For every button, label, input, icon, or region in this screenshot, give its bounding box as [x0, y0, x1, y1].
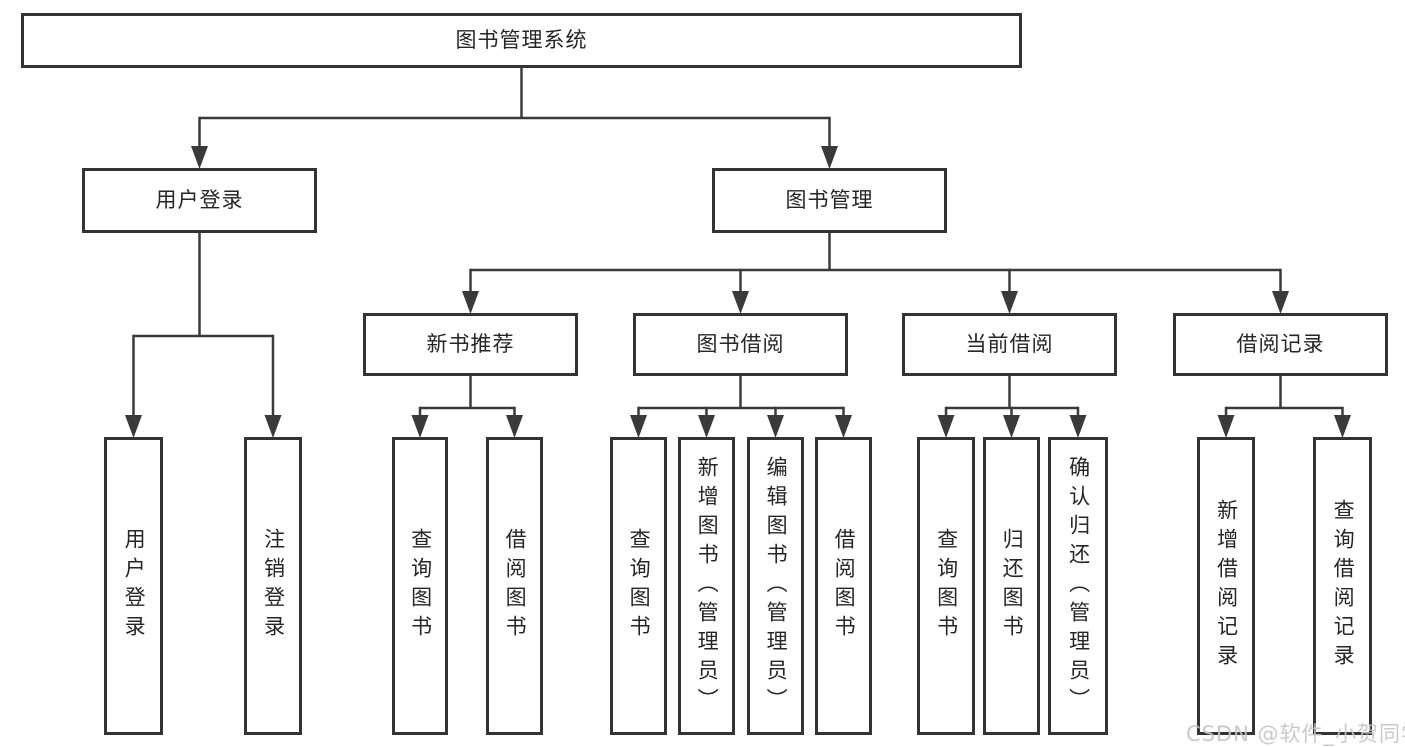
node-query-books-1: 查询图书	[392, 437, 448, 735]
node-current-borrowing: 当前借阅	[902, 313, 1117, 376]
node-user-login: 用户登录	[82, 168, 317, 233]
node-add-books-admin: 新增图书（管理员）	[678, 437, 735, 735]
node-query-books-2: 查询图书	[610, 437, 667, 735]
node-book-borrowing: 图书借阅	[633, 313, 848, 376]
node-edit-books-admin: 编辑图书（管理员）	[747, 437, 804, 735]
node-new-book-recommend: 新书推荐	[363, 313, 578, 376]
node-borrow-books-1: 借阅图书	[486, 437, 543, 735]
node-logout-leaf: 注销登录	[244, 437, 302, 735]
node-query-borrow-record: 查询借阅记录	[1313, 437, 1372, 735]
node-query-books-3: 查询图书	[917, 437, 975, 735]
node-borrowing-records: 借阅记录	[1173, 313, 1388, 376]
node-confirm-return-admin: 确认归还（管理员）	[1048, 437, 1108, 735]
node-user-login-leaf: 用户登录	[104, 437, 163, 735]
node-book-management: 图书管理	[712, 168, 947, 233]
node-borrow-books-2: 借阅图书	[815, 437, 872, 735]
node-root: 图书管理系统	[21, 13, 1022, 68]
node-return-books: 归还图书	[983, 437, 1040, 735]
node-add-borrow-record: 新增借阅记录	[1197, 437, 1255, 735]
